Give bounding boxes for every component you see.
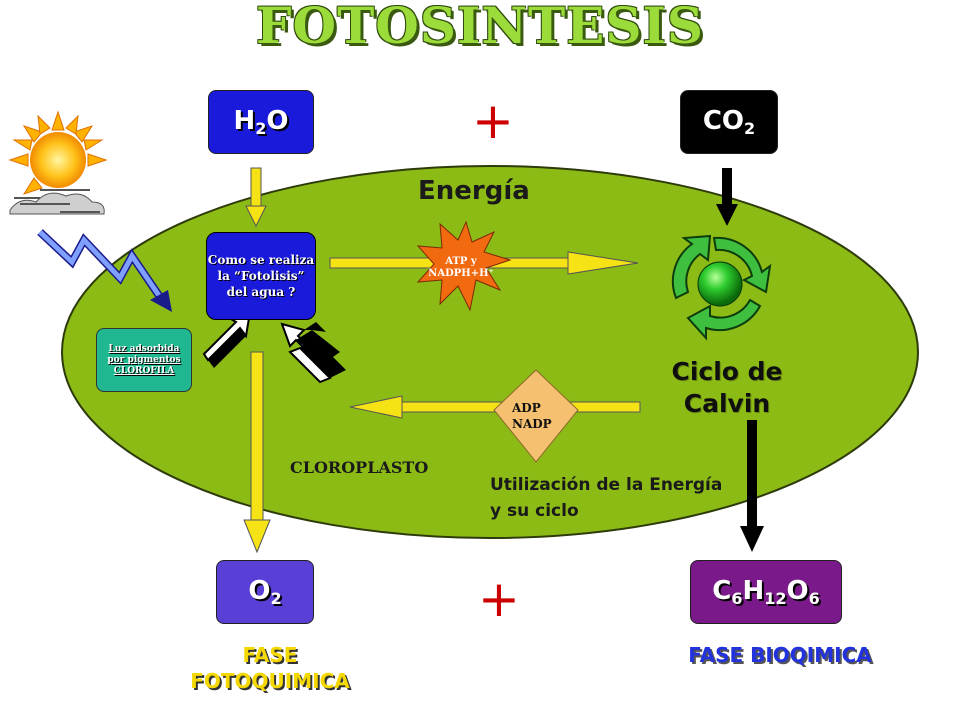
plus-sign-top: + bbox=[472, 92, 514, 150]
oxygen-box: O2 bbox=[216, 560, 314, 624]
energy-utilization-label: Utilización de la Energía y su ciclo bbox=[490, 472, 722, 524]
photolysis-line1: Como se realiza bbox=[207, 253, 315, 267]
lightning-bolt-icon bbox=[37, 229, 172, 312]
light-absorbed-box: Luz adsorbida por pigmentos CLOROFILA bbox=[96, 328, 192, 392]
adp-label: ADP NADP bbox=[512, 400, 552, 432]
adp-line2: NADP bbox=[512, 417, 552, 431]
atp-label: ATP y NADPH+H⁺ bbox=[426, 256, 496, 280]
sun-cloud-icon bbox=[8, 110, 108, 215]
photochemical-line2: FOTOQUIMICA bbox=[190, 669, 350, 693]
energy-label: Energía bbox=[418, 176, 530, 206]
utilization-line2: y su ciclo bbox=[490, 501, 579, 521]
photolysis-line2: la “Fotolisis” bbox=[217, 269, 305, 283]
atp-line1: ATP y bbox=[445, 256, 477, 267]
arrow-glucose-down bbox=[740, 420, 764, 552]
utilization-line1: Utilización de la Energía bbox=[490, 475, 723, 495]
calvin-cycle-label: Ciclo de Calvin bbox=[662, 356, 792, 420]
co2-box: CO2 bbox=[680, 90, 778, 154]
glucose-box: C6H12O6 bbox=[690, 560, 842, 624]
atp-starburst bbox=[416, 220, 512, 312]
photochemical-phase-label: FASE FOTOQUIMICA bbox=[150, 642, 390, 694]
arrow-co2-down bbox=[716, 168, 738, 226]
light-line2: por pigmentos bbox=[107, 354, 181, 365]
light-line1: Luz adsorbida bbox=[108, 343, 180, 354]
adp-diamond bbox=[493, 369, 579, 463]
atp-line2: NADPH+H⁺ bbox=[428, 268, 494, 279]
page-title: FOTOSINTESIS bbox=[256, 0, 704, 55]
co2-formula: CO2 bbox=[702, 106, 756, 138]
chloroplast-label: CLOROPLASTO bbox=[290, 458, 429, 477]
arrow-white-left bbox=[202, 310, 252, 368]
arrow-white-right bbox=[280, 322, 346, 384]
water-box: H2O bbox=[208, 90, 314, 154]
arrow-o2-down bbox=[243, 351, 271, 554]
photochemical-line1: FASE bbox=[242, 643, 298, 667]
adp-line1: ADP bbox=[512, 401, 541, 415]
arrow-h2o-down bbox=[245, 167, 267, 228]
water-formula: H2O bbox=[233, 106, 289, 138]
photolysis-line3: del agua ? bbox=[226, 285, 296, 299]
biochemical-phase-label: FASE BIOQIMICA bbox=[688, 643, 872, 667]
recycle-cycle-icon bbox=[671, 234, 772, 341]
light-line3: CLOROFILA bbox=[113, 365, 175, 376]
glucose-formula: C6H12O6 bbox=[712, 576, 820, 608]
calvin-line2: Calvin bbox=[683, 389, 771, 418]
photolysis-box: Como se realiza la “Fotolisis” del agua … bbox=[206, 232, 316, 320]
calvin-line1: Ciclo de bbox=[671, 357, 783, 386]
oxygen-formula: O2 bbox=[248, 576, 282, 608]
plus-sign-bottom: + bbox=[478, 570, 520, 628]
